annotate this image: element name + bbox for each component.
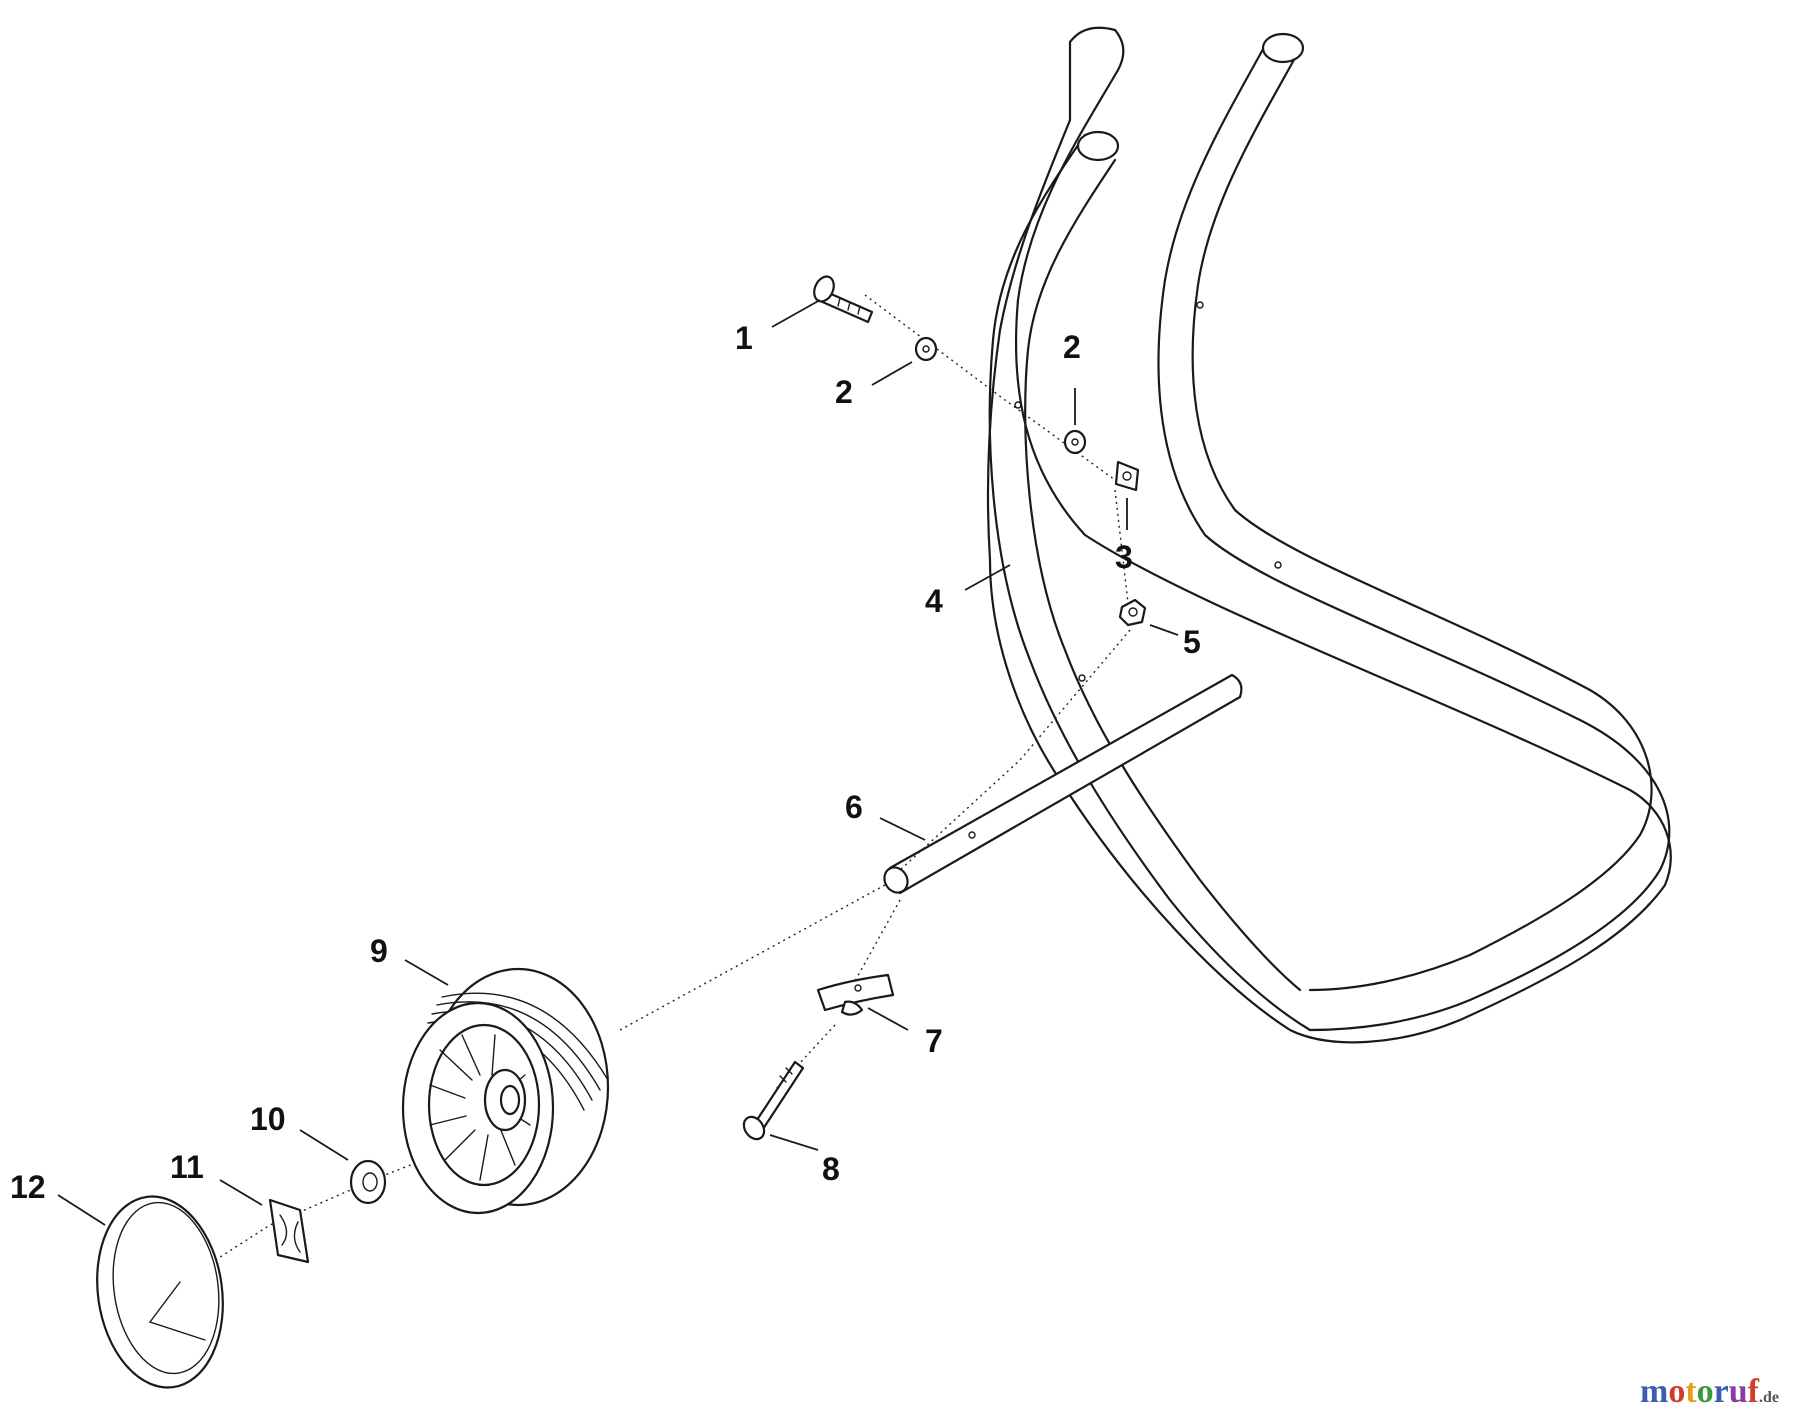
lock-nut bbox=[1118, 598, 1147, 627]
bolt-8 bbox=[742, 1060, 805, 1141]
wm-letter-m: m bbox=[1640, 1373, 1668, 1410]
retainer-clip bbox=[268, 1198, 310, 1264]
wheel bbox=[401, 967, 610, 1215]
wm-letter-r: r bbox=[1714, 1373, 1729, 1410]
motoruf-watermark: motoruf.de bbox=[1640, 1373, 1779, 1410]
wm-domain: .de bbox=[1759, 1389, 1779, 1406]
axle bbox=[883, 673, 1243, 895]
callout-2a: 2 bbox=[835, 374, 853, 410]
wm-letter-f: f bbox=[1748, 1373, 1760, 1410]
handle-frame bbox=[986, 26, 1672, 1044]
bolt-1 bbox=[813, 275, 874, 324]
callout-7: 7 bbox=[925, 1023, 943, 1059]
callout-6: 6 bbox=[845, 789, 863, 825]
svg-text:motoruf.de: motoruf.de bbox=[1640, 1373, 1779, 1410]
bracket bbox=[816, 973, 895, 1016]
callout-11: 11 bbox=[170, 1149, 204, 1185]
callout-8: 8 bbox=[822, 1151, 840, 1187]
callout-12: 12 bbox=[10, 1169, 46, 1205]
callout-2b: 2 bbox=[1063, 329, 1081, 365]
washer-2b bbox=[1063, 429, 1087, 455]
leader-lines bbox=[57, 299, 1179, 1226]
callout-4: 4 bbox=[925, 583, 943, 619]
washer-10 bbox=[349, 1159, 387, 1205]
callout-5: 5 bbox=[1183, 624, 1201, 660]
callouts: 1 2 2 3 4 5 6 7 8 9 10 11 12 bbox=[10, 320, 1201, 1205]
hub-cap bbox=[96, 1195, 224, 1389]
wm-letter-u: u bbox=[1729, 1373, 1748, 1410]
callout-1: 1 bbox=[735, 320, 753, 356]
wm-letter-o2: o bbox=[1697, 1373, 1714, 1410]
square-nut bbox=[1114, 460, 1140, 492]
wm-letter-o: o bbox=[1668, 1373, 1685, 1410]
washer-2a bbox=[914, 336, 938, 362]
callout-10: 10 bbox=[250, 1101, 286, 1137]
callout-9: 9 bbox=[370, 933, 388, 969]
callout-3: 3 bbox=[1115, 539, 1133, 575]
wm-letter-t: t bbox=[1685, 1373, 1697, 1410]
